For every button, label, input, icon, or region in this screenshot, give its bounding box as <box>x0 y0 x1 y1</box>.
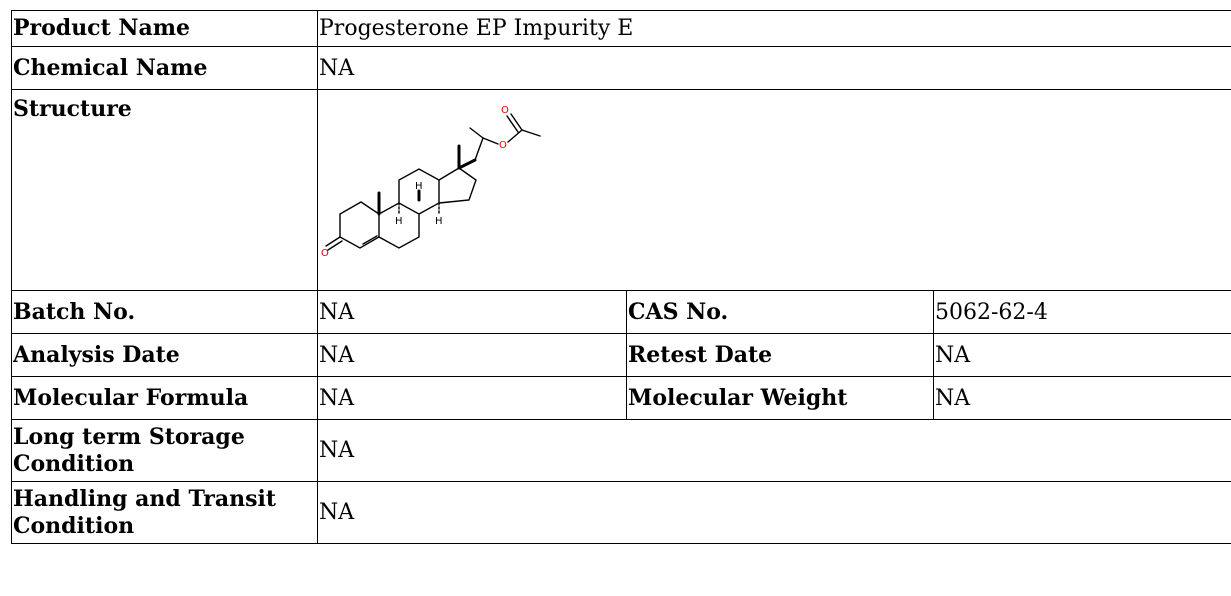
storage-label: Long term Storage Condition <box>11 419 318 482</box>
batch-no-label: Batch No. <box>11 290 318 334</box>
carbonyl-oxygen-label: O <box>501 105 509 116</box>
product-name-value: Progesterone EP Impurity E <box>316 10 1231 47</box>
row-product-name: Product Name Progesterone EP Impurity E <box>11 10 1231 47</box>
analysis-date-value: NA <box>317 333 627 377</box>
cas-no-label: CAS No. <box>626 290 934 334</box>
storage-value: NA <box>316 419 1231 482</box>
structure-image: O O O H H H <box>319 91 1231 285</box>
row-storage: Long term Storage Condition NA <box>11 419 1231 482</box>
handling-value: NA <box>316 481 1231 544</box>
structure-label: Structure <box>11 89 318 291</box>
product-spec-table: Product Name Progesterone EP Impurity E … <box>11 10 1231 544</box>
molecular-weight-label: Molecular Weight <box>626 376 934 420</box>
molecular-weight-value: NA <box>932 376 1231 420</box>
ester-oxygen-label: O <box>499 140 507 151</box>
molecular-formula-value: NA <box>317 376 627 420</box>
structure-cell: O O O H H H <box>316 89 1231 291</box>
row-analysis-retest: Analysis Date NA Retest Date NA <box>11 333 1231 377</box>
product-name-label: Product Name <box>11 10 318 47</box>
ketone-oxygen-label: O <box>321 248 329 259</box>
row-chemical-name: Chemical Name NA <box>11 46 1231 90</box>
chemical-name-label: Chemical Name <box>11 46 318 90</box>
row-batch-cas: Batch No. NA CAS No. 5062-62-4 <box>11 290 1231 334</box>
h9-label: H <box>395 216 403 227</box>
retest-date-value: NA <box>932 333 1231 377</box>
batch-no-value: NA <box>317 290 627 334</box>
h14-label: H <box>435 216 443 227</box>
row-structure: Structure <box>11 89 1231 291</box>
cas-no-value: 5062-62-4 <box>932 290 1231 334</box>
retest-date-label: Retest Date <box>626 333 934 377</box>
molecular-formula-label: Molecular Formula <box>11 376 318 420</box>
row-handling: Handling and Transit Condition NA <box>11 481 1231 544</box>
handling-label: Handling and Transit Condition <box>11 481 318 544</box>
h8-label: H <box>415 181 423 192</box>
chemical-name-value: NA <box>316 46 1231 90</box>
row-formula-weight: Molecular Formula NA Molecular Weight NA <box>11 376 1231 420</box>
analysis-date-label: Analysis Date <box>11 333 318 377</box>
chemical-structure-drawing: O O O H H H <box>321 105 541 259</box>
